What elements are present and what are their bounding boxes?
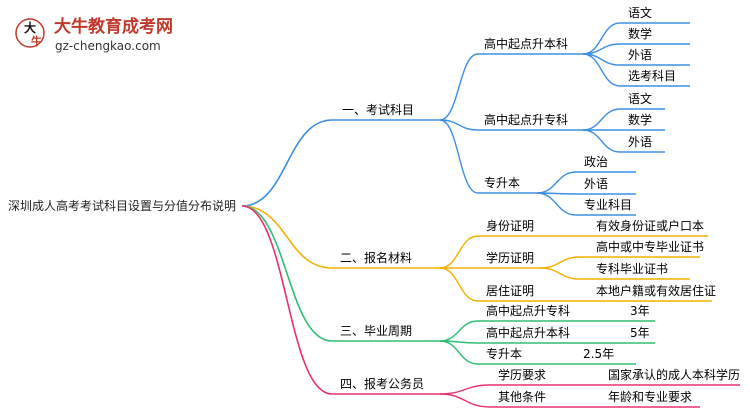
leaf-id-card: 有效身份证或户口本 — [596, 218, 704, 233]
connector — [536, 192, 577, 216]
leaf-age-major: 年龄和专业要求 — [608, 389, 692, 404]
leaf-elective-subject: 选考科目 — [628, 69, 676, 83]
connector — [439, 393, 491, 408]
exam-college-to-bachelor: 专升本 — [484, 175, 520, 190]
logo-glyph-bottom: 牛 — [31, 34, 42, 48]
logo-glyph-top: 大 — [24, 20, 36, 35]
leaf-foreign-language: 外语 — [628, 135, 652, 149]
leaf-college-diploma: 专科毕业证书 — [596, 261, 668, 276]
grad-hs-to-bachelor: 高中起点升本科 — [486, 325, 570, 340]
leaf-foreign-language: 外语 — [628, 48, 652, 62]
connector — [536, 171, 577, 194]
leaf-2-5-years: 2.5年 — [583, 347, 614, 361]
logo-url: gz-chengkao.com — [55, 39, 161, 53]
connector — [241, 205, 333, 269]
materials-education: 学历证明 — [486, 250, 534, 265]
connector — [582, 108, 621, 131]
leaf-math: 数学 — [628, 112, 652, 127]
materials-residence: 居住证明 — [486, 284, 534, 298]
connector — [241, 205, 333, 342]
logo: 大 牛 大牛教育成考网 gz-chengkao.com — [15, 16, 173, 53]
exam-hs-to-bachelor: 高中起点升本科 — [484, 36, 568, 51]
leaf-chinese: 语文 — [628, 91, 652, 106]
cs-other-req: 其他条件 — [498, 390, 546, 404]
exam-hs-to-college: 高中起点升专科 — [484, 112, 568, 127]
connector — [439, 384, 491, 395]
leaf-foreign-language: 外语 — [584, 177, 608, 191]
connector — [539, 267, 581, 280]
logo-title: 大牛教育成考网 — [54, 16, 173, 37]
connector — [241, 119, 333, 207]
branch-application-materials: 二、报名材料 — [340, 250, 412, 265]
connector — [439, 320, 479, 342]
leaf-residence-permit: 本地户籍或有效居住证 — [596, 283, 716, 298]
logo-icon: 大 牛 — [15, 18, 45, 48]
branch-graduation-period: 三、毕业周期 — [340, 324, 412, 338]
leaf-hs-diploma: 高中或中专毕业证书 — [596, 239, 704, 254]
connector — [439, 235, 479, 269]
connector — [539, 256, 581, 269]
leaf-bachelor-recognized: 国家承认的成人本科学历 — [608, 367, 740, 382]
connector — [439, 267, 479, 302]
materials-identity: 身份证明 — [486, 218, 534, 233]
leaf-3-years: 3年 — [630, 304, 650, 318]
grad-college-to-bachelor: 专升本 — [486, 346, 522, 361]
connector — [582, 53, 621, 87]
connector — [439, 340, 479, 365]
leaf-major-subject: 专业科目 — [584, 197, 632, 212]
connector — [439, 119, 479, 194]
connector — [439, 119, 479, 131]
leaf-math: 数学 — [628, 26, 652, 41]
leaf-5-years: 5年 — [630, 326, 650, 340]
branch-civil-service: 四、报考公务员 — [340, 376, 424, 391]
leaf-politics: 政治 — [584, 155, 608, 169]
connector — [241, 205, 333, 395]
connector — [439, 53, 479, 121]
leaf-chinese: 语文 — [628, 5, 652, 20]
branch-exam-subjects: 一、考试科目 — [342, 102, 414, 117]
grad-hs-to-college: 高中起点升专科 — [486, 303, 570, 318]
connector-lines — [241, 22, 740, 408]
cs-education-req: 学历要求 — [498, 367, 546, 382]
connector — [582, 129, 621, 153]
root-topic: 深圳成人高考考试科目设置与分值分布说明 — [8, 198, 236, 213]
